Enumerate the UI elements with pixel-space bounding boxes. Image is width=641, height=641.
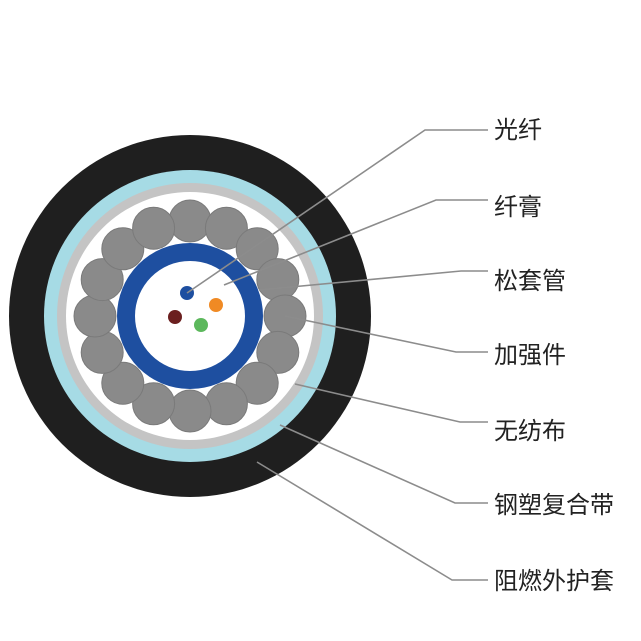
label-fiber-paste: 纤膏	[494, 193, 542, 221]
fiber-paste-core	[135, 261, 245, 371]
strength-member-rod	[256, 258, 300, 302]
label-fiber: 光纤	[494, 116, 542, 144]
strength-member-rod	[101, 227, 145, 271]
label-nonwoven: 无纺布	[494, 417, 566, 445]
leader-strength-member	[284, 315, 488, 353]
leader-lines-group	[186, 129, 488, 581]
leader-flame-retardant-sheath	[256, 461, 488, 581]
strength-member-rod	[256, 330, 300, 374]
leader-fiber	[186, 129, 488, 294]
strength-member-rod	[204, 206, 248, 250]
leader-steel-plastic-tape	[279, 424, 488, 504]
label-strength-member: 加强件	[494, 341, 566, 369]
strength-member-rod	[235, 361, 279, 405]
label-loose-tube: 松套管	[494, 267, 566, 295]
strength-member-rod	[80, 330, 124, 374]
strength-member-rod	[132, 382, 176, 426]
leader-fiber-paste	[223, 199, 488, 286]
label-flame-retardant-sheath: 阻燃外护套	[494, 567, 614, 595]
label-steel-plastic-tape: 钢塑复合带	[494, 491, 614, 519]
strength-member-rod	[168, 389, 212, 433]
strength-member-rod	[204, 382, 248, 426]
fiber-green	[194, 318, 208, 332]
strength-member-rod	[101, 361, 145, 405]
strength-member-rod	[73, 294, 117, 338]
strength-member-rod	[80, 258, 124, 302]
leader-loose-tube	[258, 270, 488, 291]
leader-nonwoven	[294, 383, 488, 423]
fiber-brown	[168, 310, 182, 324]
strength-member-rod	[168, 199, 212, 243]
strength-member-rod	[132, 206, 176, 250]
fiber-orange	[209, 298, 223, 312]
